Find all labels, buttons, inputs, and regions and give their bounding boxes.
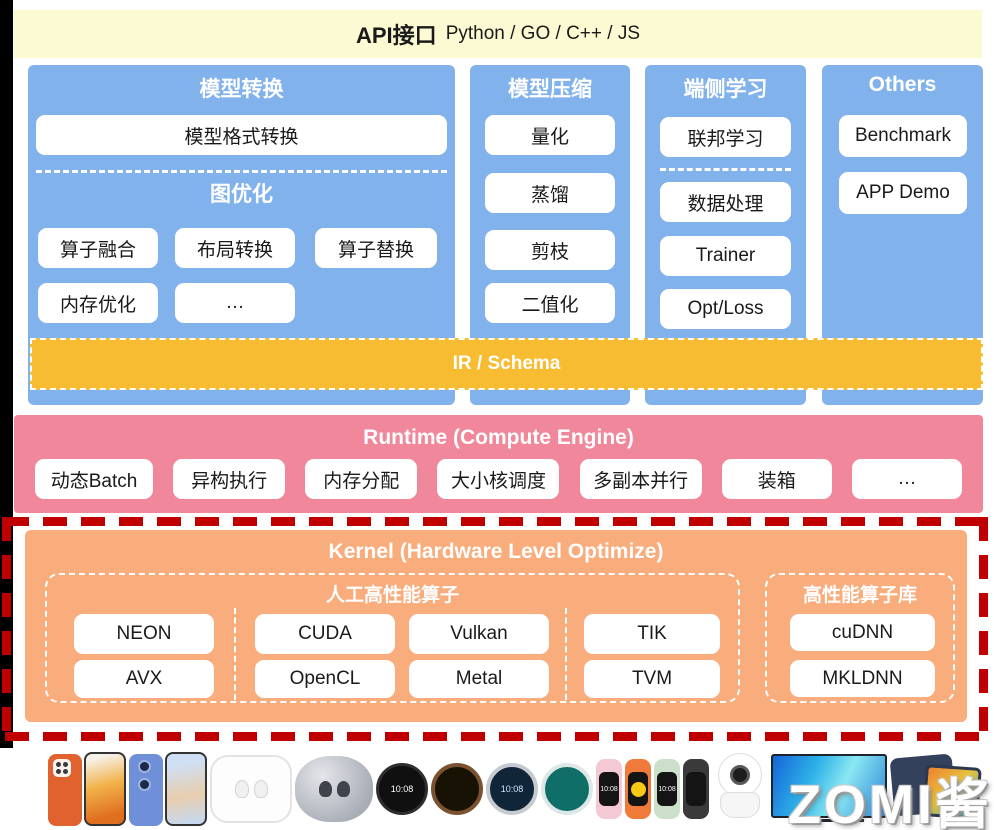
smartwatch-brown-icon xyxy=(431,763,483,815)
earbuds-white-icon xyxy=(210,755,292,823)
box-dynamic-batch: 动态Batch xyxy=(35,459,153,499)
fitness-band-green-icon: 10:08 xyxy=(654,759,680,819)
kernel-dashed-border-left xyxy=(2,517,11,741)
box-big-little-scheduling: 大小核调度 xyxy=(437,459,560,499)
column-title: 模型压缩 xyxy=(508,78,592,101)
ir-schema-label: IR / Schema xyxy=(452,353,561,374)
box-federated-learning: 联邦学习 xyxy=(660,117,791,157)
box-binarization: 二值化 xyxy=(485,283,615,323)
fitness-band-orange-icon xyxy=(625,759,651,819)
box-tvm: TVM xyxy=(584,660,720,698)
box-packing: 装箱 xyxy=(721,459,832,499)
box-opencl: OpenCL xyxy=(255,660,395,698)
kernel-section: Kernel (Hardware Level Optimize) 人工高性能算子… xyxy=(25,530,967,722)
divider-dashed xyxy=(660,168,791,171)
box-cuda: CUDA xyxy=(255,614,395,654)
box-neon: NEON xyxy=(74,614,214,654)
runtime-section: Runtime (Compute Engine) 动态Batch 异构执行 内存… xyxy=(14,415,983,513)
watermark: ZOMI酱 xyxy=(788,775,992,830)
box-avx: AVX xyxy=(74,660,214,698)
box-opt-loss: Opt/Loss xyxy=(660,289,791,329)
device-strip: 10:08 10:08 10:08 10:08 xyxy=(14,748,990,830)
divider-dashed xyxy=(36,170,447,173)
box-pruning: 剪枝 xyxy=(485,230,615,270)
box-cudnn: cuDNN xyxy=(790,614,935,651)
box-metal: Metal xyxy=(409,660,549,698)
divider-dashed-vertical xyxy=(234,608,236,700)
smartphone-orange-icon xyxy=(48,752,126,826)
operator-library-title: 高性能算子库 xyxy=(802,585,917,606)
column-title: 端侧学习 xyxy=(683,78,768,101)
box-memory-allocation: 内存分配 xyxy=(305,459,418,499)
manual-operators-title: 人工高性能算子 xyxy=(325,585,459,606)
fitness-band-black-icon xyxy=(683,759,709,819)
box-benchmark: Benchmark xyxy=(839,115,967,157)
box-ellipsis: … xyxy=(175,283,295,323)
smartwatch-black-icon: 10:08 xyxy=(376,763,428,815)
ir-schema-bar: IR / Schema xyxy=(30,338,983,390)
kernel-title: Kernel (Hardware Level Optimize) xyxy=(328,540,664,563)
api-bar: API接口 Python / GO / C++ / JS xyxy=(14,10,982,58)
kernel-dashed-border-right xyxy=(979,517,988,741)
box-mkldnn: MKLDNN xyxy=(790,660,935,697)
api-bar-languages: Python / GO / C++ / JS xyxy=(445,23,640,44)
security-camera-icon xyxy=(712,753,768,825)
box-distillation: 蒸馏 xyxy=(485,173,615,213)
box-memory-optimization: 内存优化 xyxy=(38,283,158,323)
smartphone-blue-icon xyxy=(129,752,207,826)
box-heterogeneous-exec: 异构执行 xyxy=(173,459,286,499)
box-trainer: Trainer xyxy=(660,236,791,276)
box-operator-fusion: 算子融合 xyxy=(38,228,158,268)
fitness-band-pink-icon: 10:08 xyxy=(596,759,622,819)
kernel-dashed-border-bottom xyxy=(5,732,988,741)
kernel-dashed-border-top xyxy=(5,517,988,526)
box-operator-replace: 算子替换 xyxy=(315,228,437,268)
divider-dashed-vertical xyxy=(565,608,567,700)
runtime-title: Runtime (Compute Engine) xyxy=(363,426,634,449)
box-quantization: 量化 xyxy=(485,115,615,155)
box-multi-replica-parallel: 多副本并行 xyxy=(579,459,702,499)
box-ellipsis: … xyxy=(851,459,962,499)
column-title: 模型转换 xyxy=(199,78,284,101)
smart-tv-icon xyxy=(771,754,887,824)
smartwatch-mint-icon xyxy=(541,763,593,815)
runtime-boxes: 动态Batch 异构执行 内存分配 大小核调度 多副本并行 装箱 … xyxy=(14,459,983,499)
box-tik: TIK xyxy=(584,614,720,654)
smartwatch-steel-icon: 10:08 xyxy=(486,763,538,815)
box-app-demo: APP Demo xyxy=(839,172,967,214)
box-data-processing: 数据处理 xyxy=(660,182,791,222)
manual-operators-group: 人工高性能算子 NEON CUDA Vulkan TIK AVX OpenCL … xyxy=(45,573,740,703)
api-bar-title: API接口 xyxy=(356,23,437,48)
operator-library-group: 高性能算子库 cuDNN MKLDNN xyxy=(765,573,955,703)
box-vulkan: Vulkan xyxy=(409,614,549,654)
graph-optimization-title: 图优化 xyxy=(210,183,273,206)
column-title: Others xyxy=(868,73,937,96)
box-model-format-conversion: 模型格式转换 xyxy=(36,115,447,155)
box-layout-transform: 布局转换 xyxy=(175,228,295,268)
earbuds-silver-icon xyxy=(295,756,373,822)
